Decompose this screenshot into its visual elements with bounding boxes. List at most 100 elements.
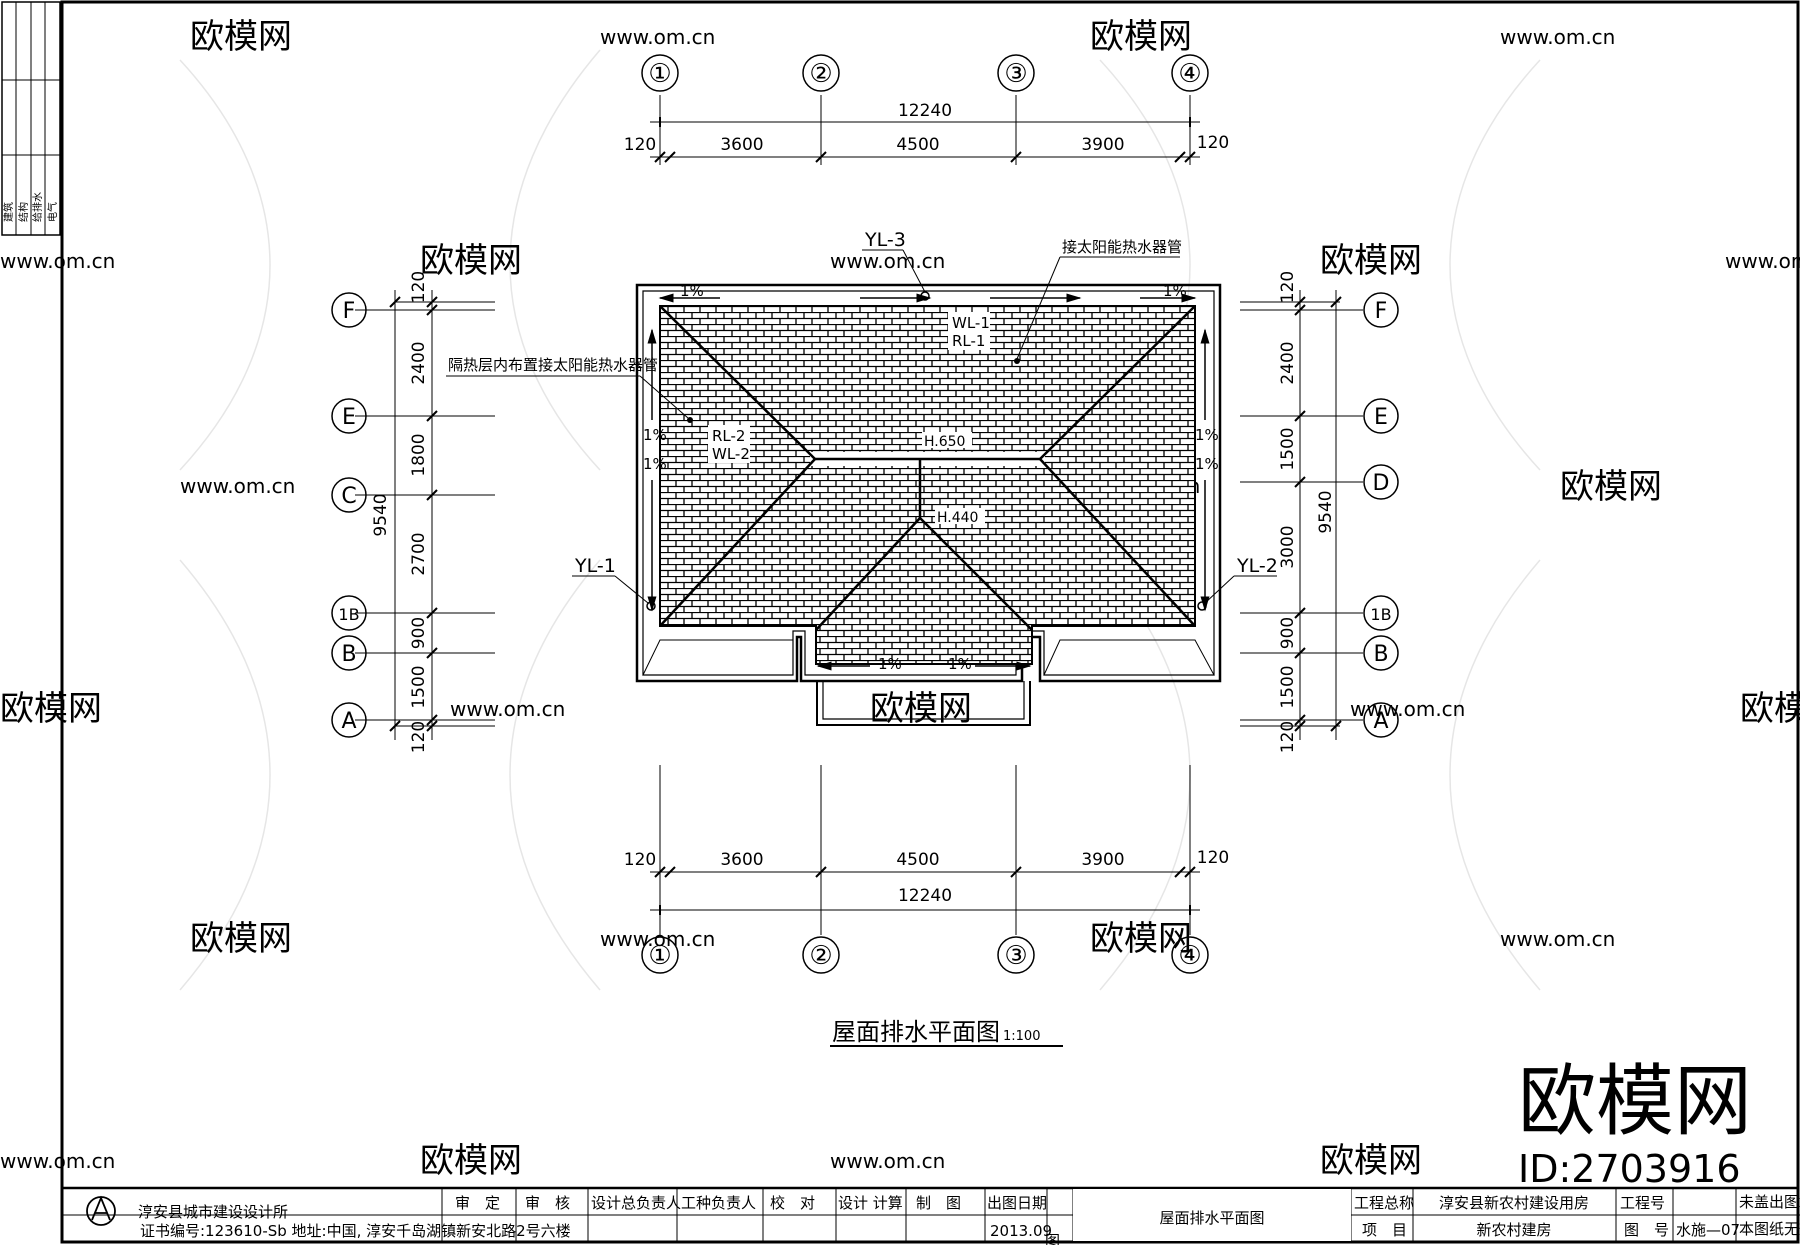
watermark-brand: 欧模网: [0, 689, 102, 729]
roof-tiles: [659, 305, 1196, 665]
watermark-site: www.om.cn: [600, 25, 715, 49]
label-elevation-2: H.440: [937, 510, 978, 526]
watermark-site: www.om.cn: [180, 474, 295, 498]
slope-labels: 1% 1% 1% 1% 1% 1% 1% 1%: [643, 282, 1219, 673]
svg-text:②: ②: [809, 941, 832, 971]
axis-bubble-A-left: A: [331, 702, 367, 738]
watermark-brand: 欧模网: [190, 17, 292, 57]
axis-bubble-1B-left: 1B: [331, 595, 367, 631]
svg-text:②: ②: [809, 59, 832, 89]
brand-watermark: 欧模网 ID:2703916: [1518, 1057, 1752, 1191]
drain-yl1: [646, 601, 656, 611]
svg-text:④: ④: [1178, 941, 1201, 971]
svg-text:E: E: [1374, 405, 1388, 430]
dim-seg: 120: [409, 271, 429, 303]
watermark-site: www.om.cn: [1500, 25, 1615, 49]
svg-text:1%: 1%: [878, 655, 902, 673]
dim-seg: 120: [624, 135, 656, 155]
watermark-brand: 欧模网: [1090, 919, 1192, 959]
strip-label: 给排水: [31, 192, 44, 222]
vertical-grid-axes: ① ② ③ ④ ① ② ③ ④: [641, 54, 1209, 974]
watermark-site: www.om.cn: [830, 249, 945, 273]
dim-seg: 120: [1197, 133, 1229, 153]
dim-seg: 4500: [896, 135, 939, 155]
watermark-brand: 欧模网: [1320, 241, 1422, 281]
svg-text:③: ③: [1004, 59, 1027, 89]
dim-seg: 1500: [1278, 665, 1298, 708]
left-grid-axes: 9540 120 2400 1800 2700 900 1500 120 F E…: [331, 271, 495, 753]
dim-seg: 120: [1197, 848, 1229, 868]
axis-bubble-1B-right: 1B: [1363, 595, 1399, 631]
dim-seg: 120: [1278, 721, 1298, 753]
dim-seg: 4500: [896, 850, 939, 870]
strip-label: 结构: [17, 202, 30, 222]
label-yl2: YL-2: [1236, 555, 1278, 577]
svg-text:D: D: [1373, 471, 1390, 496]
label-wl1: WL-1: [952, 314, 990, 332]
label-rl1: RL-1: [952, 332, 985, 350]
watermark-brand: 欧模网: [190, 919, 292, 959]
axis-bubble-F-right: F: [1363, 292, 1399, 328]
dim-seg: 1800: [409, 433, 429, 476]
dim-seg: 3600: [720, 850, 763, 870]
svg-text:F: F: [1375, 299, 1388, 324]
watermark-brand: 欧模网: [1090, 17, 1192, 57]
dim-seg: 3900: [1081, 135, 1124, 155]
dim-seg: 2400: [1278, 341, 1298, 384]
catalog-label: 图目: [1043, 1233, 1061, 1245]
bottom-dimensions: 12240 120 3600 4500 3900 120: [624, 848, 1229, 915]
label-solar-pipe: 接太阳能热水器管: [1062, 238, 1182, 256]
left-discipline-strip: 建筑 结构 给排水 电气: [1, 1, 61, 236]
label-yl1: YL-1: [574, 555, 616, 577]
label-elevation-1: H.650: [924, 434, 965, 450]
svg-text:B: B: [1373, 642, 1388, 667]
watermark-brand: 欧模网: [420, 241, 522, 281]
watermark-layer: 欧模网 欧模网 欧模网 欧模网 欧模网 欧模网 欧模网 欧模网 欧模网 欧模网 …: [0, 17, 1800, 1181]
watermark-brand: 欧模网: [420, 1141, 522, 1181]
brand-logo-text: 欧模网: [1518, 1057, 1752, 1147]
drawing-no: 水施—07: [1676, 1221, 1740, 1239]
date-label: 出图日期: [987, 1194, 1047, 1212]
axis-bubble-1-top: ①: [641, 54, 679, 92]
svg-text:④: ④: [1178, 59, 1201, 89]
dim-total: 9540: [1316, 490, 1336, 533]
svg-text:1%: 1%: [948, 655, 972, 673]
drawing-scale: 1:100: [1003, 1029, 1040, 1044]
axis-bubble-3-top: ③: [997, 54, 1035, 92]
axis-bubble-4-bottom: ④: [1171, 936, 1209, 974]
drawing-no-label: 图 号: [1624, 1221, 1669, 1239]
dim-seg: 1500: [1278, 427, 1298, 470]
svg-text:1%: 1%: [643, 426, 667, 444]
axis-bubble-2-bottom: ②: [802, 936, 840, 974]
brand-id: ID:2703916: [1518, 1147, 1741, 1191]
role-label: 审 核: [525, 1194, 570, 1212]
annotations: YL-3 YL-1 YL-2 接太阳能热水器管 隔热层内布置接太阳能热水器管 W…: [446, 229, 1278, 604]
watermark-site: www.om.cn: [1350, 697, 1465, 721]
stamp-note: 本图纸无效: [1739, 1220, 1800, 1238]
project-label: 工程总称: [1354, 1194, 1414, 1212]
project-value: 淳安县新农村建设用房: [1439, 1194, 1589, 1212]
watermark-site: www.om.cn: [1500, 927, 1615, 951]
watermark-brand: 欧模网: [1320, 1141, 1422, 1181]
institute-name: 淳安县城市建设设计所: [138, 1203, 288, 1221]
dim-seg: 120: [409, 721, 429, 753]
watermark-brand: 欧模网: [1740, 689, 1800, 729]
top-dimensions: 12240 120 3600 4500 3900 120: [624, 101, 1229, 163]
dim-total: 12240: [898, 101, 952, 121]
role-label: 审 定: [455, 1194, 500, 1212]
svg-text:1%: 1%: [1163, 282, 1187, 300]
svg-text:1%: 1%: [643, 455, 667, 473]
watermark-site: www.om.cn: [830, 1149, 945, 1173]
watermark-site: www.om.cn: [450, 697, 565, 721]
axis-bubble-3-bottom: ③: [997, 936, 1035, 974]
axis-bubble-A-right: A: [1363, 702, 1399, 738]
strip-label: 建筑: [2, 202, 15, 222]
svg-text:1%: 1%: [1195, 426, 1219, 444]
watermark-site: www.om.cn: [0, 1149, 115, 1173]
dim-seg: 900: [1278, 617, 1298, 649]
dim-seg: 120: [1278, 271, 1298, 303]
stamp-note: 未盖出图章: [1739, 1193, 1800, 1211]
roof-plan: 1% 1% 1% 1% 1% 1% 1% 1%: [635, 282, 1222, 726]
label-insulation-note: 隔热层内布置接太阳能热水器管: [448, 356, 658, 374]
label-rl2: RL-2: [712, 427, 745, 445]
